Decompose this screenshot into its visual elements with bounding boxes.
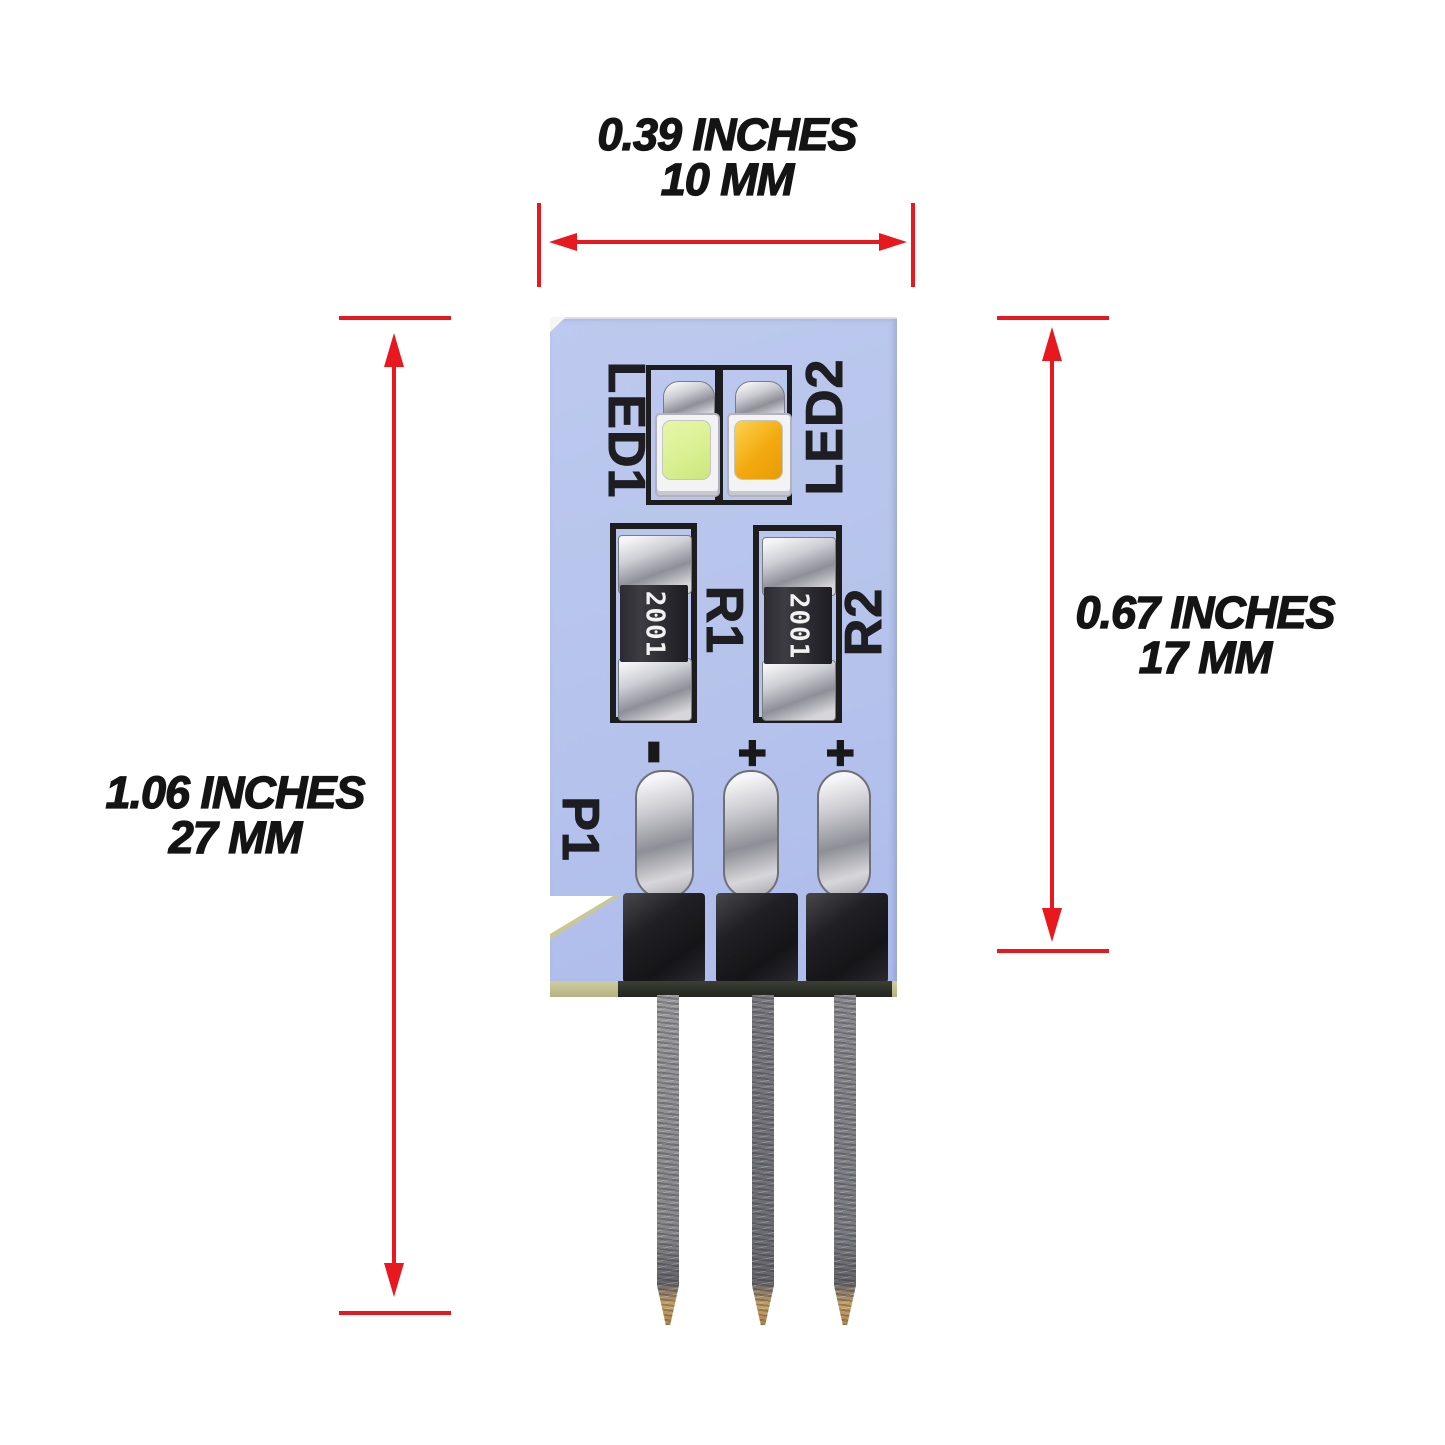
pin-1-shaft (657, 995, 679, 1325)
body-height-inches-text: 0.67 INCHES (1075, 587, 1336, 638)
pin-1 (657, 995, 679, 1325)
width-mm-text: 10 MM (660, 154, 795, 205)
resistor1-pad-bottom (618, 658, 692, 721)
led1-emitter (662, 420, 711, 480)
body-height-tick-top (997, 316, 1109, 320)
solder-joint-3 (817, 770, 871, 899)
led2-silkscreen-label: LED2 (796, 358, 855, 496)
arrowhead-left-icon (549, 233, 577, 251)
width-inches-text: 0.39 INCHES (597, 109, 858, 160)
resistor1-marking: 2001 (639, 590, 669, 657)
pin-3-shaft (834, 995, 856, 1325)
pin-header-base-strip (618, 981, 892, 997)
body-height-dimension-line (1050, 348, 1054, 914)
width-dimension-line (560, 240, 885, 244)
body-height-mm-text: 17 MM (1138, 632, 1273, 683)
pin-2-shaft (752, 995, 774, 1325)
led1-silkscreen-label: LED1 (597, 361, 656, 499)
overall-height-dimension-label: 1.06 INCHES 27 MM (85, 767, 385, 863)
pin-header-block-2 (716, 893, 798, 983)
pin-header-block-1 (623, 893, 705, 983)
pad3-polarity-mark: + (813, 738, 868, 768)
pad2-polarity-mark: + (725, 738, 780, 768)
pcb-board: LED1 LED2 2001 R1 2001 R2 - + + P1 (550, 317, 897, 997)
width-extension-tick-left (537, 203, 541, 287)
overall-height-dimension-line (392, 352, 396, 1280)
overall-height-tick-bottom (339, 1311, 451, 1315)
resistor1-body: 2001 (620, 585, 688, 662)
pin-2 (752, 995, 774, 1325)
body-height-tick-bottom (997, 949, 1109, 953)
led1-solder-tab (663, 381, 715, 419)
pad1-polarity-mark: - (618, 739, 701, 765)
width-dimension-label: 0.39 INCHES 10 MM (577, 109, 877, 205)
overall-height-tick-top (339, 316, 451, 320)
overall-height-mm-text: 27 MM (168, 812, 303, 863)
arrowhead-down-icon (1042, 908, 1062, 942)
body-height-dimension-label: 0.67 INCHES 17 MM (1055, 587, 1355, 683)
pin-header-block-3 (806, 893, 888, 983)
arrowhead-down-icon (384, 1263, 404, 1297)
resistor2-marking: 2001 (783, 592, 813, 659)
resistor2-body: 2001 (764, 587, 832, 664)
resistor1-silkscreen-label: R1 (695, 585, 754, 655)
solder-joint-1 (635, 770, 694, 899)
pin-3 (834, 995, 856, 1325)
arrowhead-up-icon (384, 333, 404, 367)
resistor2-pad-top (762, 537, 836, 596)
connector-silkscreen-label: P1 (551, 796, 610, 863)
overall-height-inches-text: 1.06 INCHES (105, 767, 366, 818)
led2-solder-tab (735, 381, 785, 419)
resistor2-pad-bottom (762, 660, 836, 721)
arrowhead-up-icon (1042, 327, 1062, 361)
width-extension-tick-right (911, 203, 915, 287)
arrowhead-right-icon (879, 233, 907, 251)
resistor2-silkscreen-label: R2 (835, 587, 894, 657)
led2-emitter (734, 420, 783, 480)
solder-joint-2 (723, 770, 779, 899)
